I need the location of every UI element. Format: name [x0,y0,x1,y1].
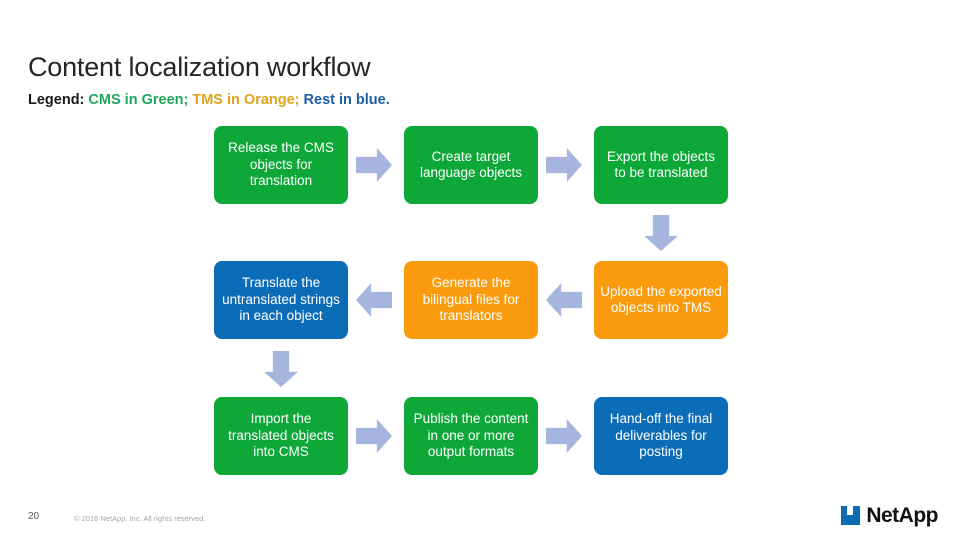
netapp-logo-text: NetApp [866,504,938,527]
flow-box-create-target-language-objects[interactable]: Create target language objects [404,126,538,204]
arrow-down-icon [644,215,678,251]
arrow-left-icon [356,283,392,317]
netapp-logo-mark-icon [841,506,861,525]
flow-box-hand-off-deliverables[interactable]: Hand-off the final deliverables for post… [594,397,728,475]
copyright-notice: © 2016 NetApp, Inc. All rights reserved. [74,514,206,523]
flow-box-generate-bilingual-files[interactable]: Generate the bilingual files for transla… [404,261,538,339]
legend-rest: Rest in blue. [303,92,390,108]
flow-box-release-cms-objects[interactable]: Release the CMS objects for translation [214,126,348,204]
arrow-right-icon [546,148,582,182]
legend-cms: CMS in Green; [88,92,189,108]
flow-box-translate-untranslated-strings[interactable]: Translate the untranslated strings in ea… [214,261,348,339]
page-number: 20 [28,511,40,522]
arrow-down-icon [264,351,298,387]
legend-tms: TMS in Orange; [192,92,300,108]
flow-box-import-translated-objects[interactable]: Import the translated objects into CMS [214,397,348,475]
arrow-right-icon [546,419,582,453]
flow-box-publish-content[interactable]: Publish the content in one or more outpu… [404,397,538,475]
legend-label: Legend: [28,92,85,108]
page-title: Content localization workflow [28,52,371,82]
arrow-left-icon [546,283,582,317]
netapp-logo: NetApp [841,505,938,526]
flow-box-upload-exported-objects[interactable]: Upload the exported objects into TMS [594,261,728,339]
legend: Legend: CMS in Green; TMS in Orange; Res… [28,92,390,108]
arrow-right-icon [356,419,392,453]
arrow-right-icon [356,148,392,182]
flow-box-export-objects[interactable]: Export the objects to be translated [594,126,728,204]
